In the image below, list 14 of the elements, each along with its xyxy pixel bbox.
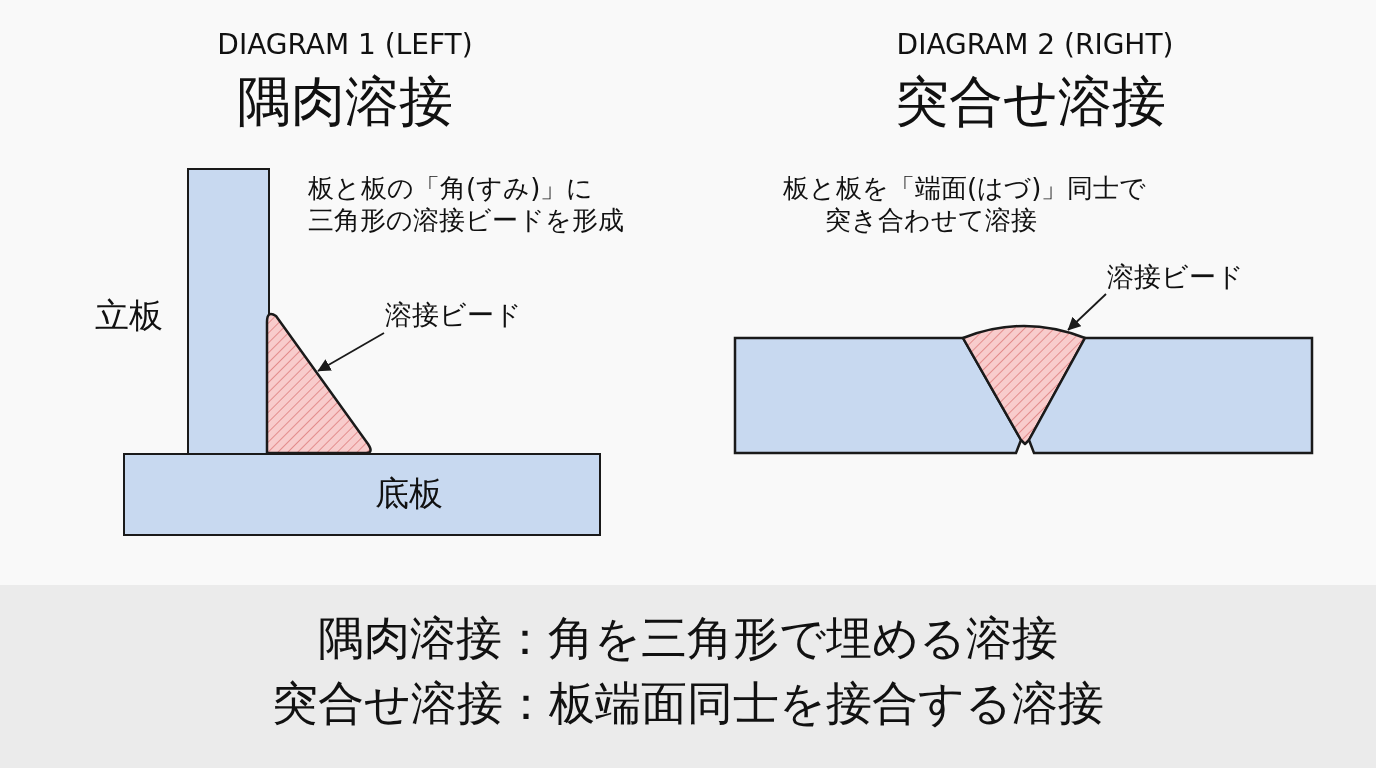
summary-text: 突合せ溶接：板端面同士を接合する溶接	[272, 675, 1104, 732]
plate-label: 立板	[95, 294, 163, 337]
leader-line	[1067, 293, 1107, 331]
description-text: 板と板を「端面(はづ)」同士で突き合わせて溶接	[783, 172, 1147, 236]
callout-label: 溶接ビード	[1107, 260, 1244, 294]
leader-line	[317, 332, 385, 372]
weld-type-name: 突合せ溶接	[894, 69, 1166, 135]
diagram-heading: DIAGRAM 2 (RIGHT)	[896, 27, 1174, 62]
diagram-heading: DIAGRAM 1 (LEFT)	[217, 27, 473, 62]
plate-label: 底板	[375, 472, 443, 515]
callout-label: 溶接ビード	[385, 298, 522, 332]
summary-text: 隅肉溶接：角を三角形で埋める溶接	[318, 610, 1058, 667]
description-text: 板と板の「角(すみ)」に三角形の溶接ビードを形成	[308, 172, 624, 236]
weld-type-name: 隅肉溶接	[237, 69, 453, 135]
